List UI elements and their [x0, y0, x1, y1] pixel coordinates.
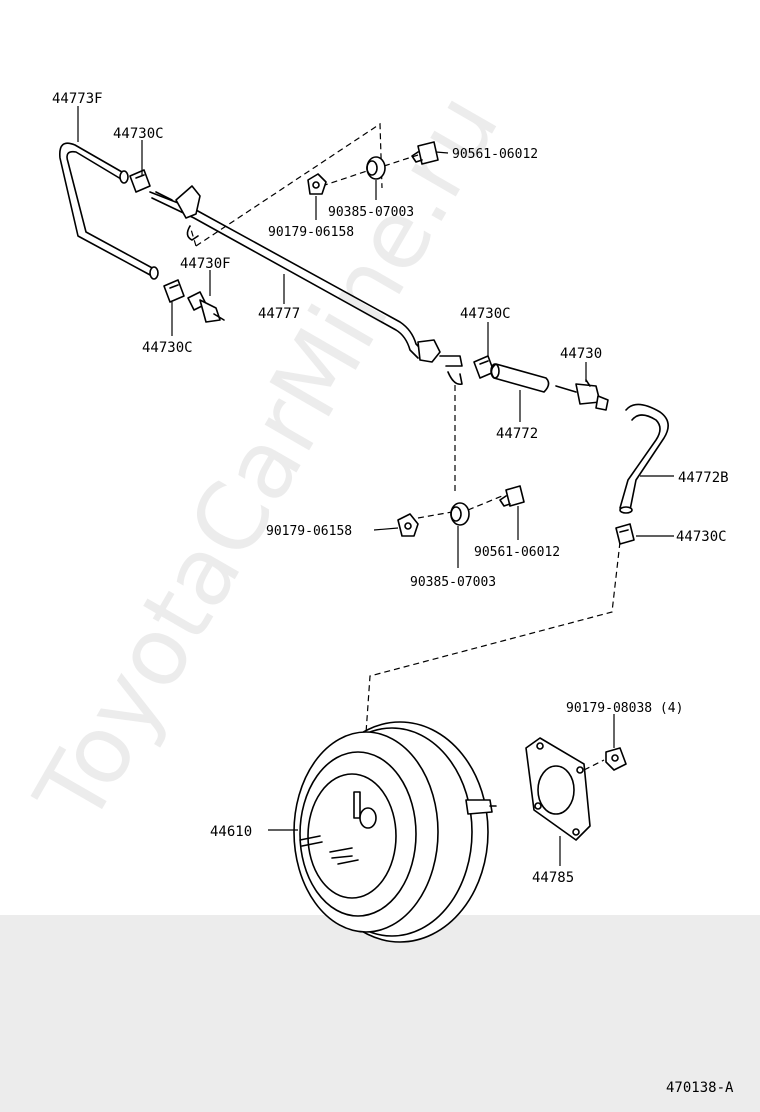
cushion-90385-07003-top[interactable]	[366, 156, 386, 180]
label-44785: 44785	[532, 870, 574, 886]
brake-booster-44610[interactable]	[293, 721, 497, 943]
label-90385-07003-top: 90385-07003	[328, 205, 414, 220]
label-44610: 44610	[210, 824, 252, 840]
diagram-code: 470138-A	[666, 1080, 734, 1096]
label-44730C-left: 44730C	[142, 340, 193, 356]
label-90561-06012-mid: 90561-06012	[474, 545, 560, 560]
label-44730F: 44730F	[180, 256, 231, 272]
label-44772: 44772	[496, 426, 538, 442]
bolt-90561-06012-top[interactable]	[411, 141, 439, 165]
label-90179-08038: 90179-08038 (4)	[566, 701, 683, 716]
clip-44730C-top[interactable]	[129, 169, 151, 193]
label-90179-06158-mid: 90179-06158	[266, 524, 352, 539]
label-90385-07003-mid: 90385-07003	[410, 575, 496, 590]
cushion-90385-07003-mid[interactable]	[450, 502, 470, 526]
label-44730C-mid: 44730C	[460, 306, 511, 322]
label-90561-06012-top: 90561-06012	[452, 147, 538, 162]
clip-44730C-mid[interactable]	[473, 355, 495, 379]
label-90179-06158-top: 90179-06158	[268, 225, 354, 240]
hose-44773F[interactable]	[58, 142, 159, 280]
label-44777: 44777	[258, 306, 300, 322]
hose-44772[interactable]	[490, 363, 550, 393]
label-44730C-top: 44730C	[113, 126, 164, 142]
bottom-band	[0, 915, 760, 1112]
valve-44730F[interactable]	[187, 291, 225, 323]
gasket-44785[interactable]	[525, 737, 591, 841]
nut-90179-06158-top[interactable]	[307, 173, 327, 195]
label-44730: 44730	[560, 346, 602, 362]
label-44772B: 44772B	[678, 470, 729, 486]
clip-44730C-left[interactable]	[163, 279, 185, 303]
nut-90179-06158-mid[interactable]	[397, 513, 419, 537]
valve-44730[interactable]	[555, 379, 609, 411]
label-44773F: 44773F	[52, 91, 103, 107]
nut-90179-08038[interactable]	[605, 747, 627, 771]
pipe-44777[interactable]	[149, 185, 463, 386]
label-44730C-right: 44730C	[676, 529, 727, 545]
bolt-90561-06012-mid[interactable]	[499, 485, 525, 507]
watermark: ToyotaCarMine.ru	[15, 76, 520, 843]
clip-44730C-right[interactable]	[615, 523, 635, 545]
hose-44772B[interactable]	[619, 403, 669, 514]
